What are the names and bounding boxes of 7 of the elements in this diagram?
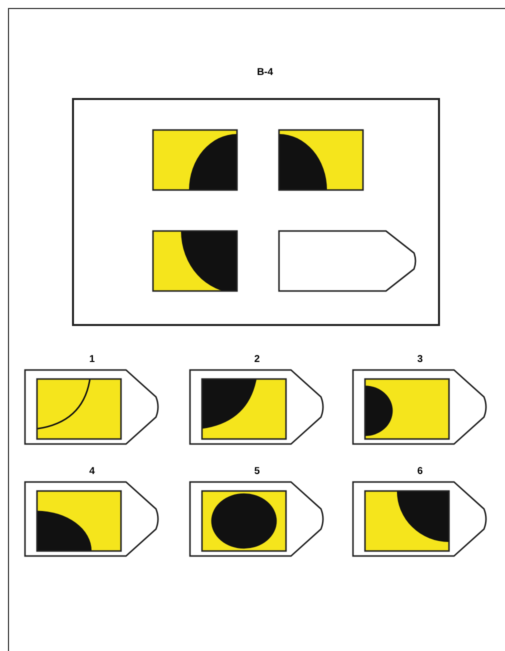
option-number: 4	[88, 466, 96, 477]
option-number: 6	[416, 466, 424, 477]
option-number: 2	[253, 354, 261, 365]
option-number: 1	[88, 354, 96, 365]
puzzle-title: B-4	[256, 67, 274, 78]
option-number: 3	[416, 354, 424, 365]
option-number: 5	[253, 466, 261, 477]
